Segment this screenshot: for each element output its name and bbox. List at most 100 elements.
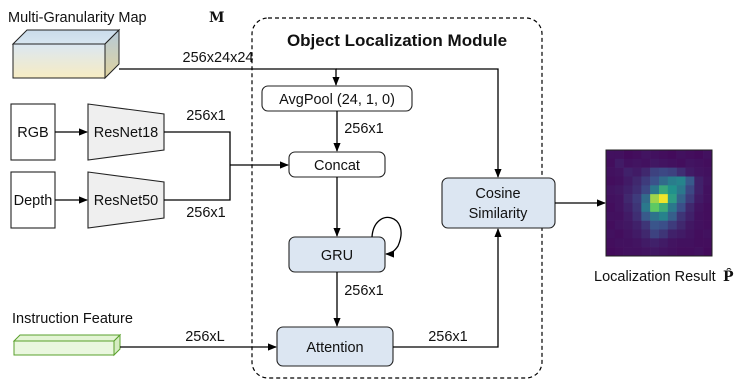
heatmap-cell: [703, 238, 713, 248]
heatmap-cell: [641, 203, 651, 213]
dim-attn-out: 256x1: [428, 329, 468, 345]
heatmap-cell: [623, 247, 633, 257]
heatmap-cell: [614, 211, 624, 221]
dim-rgb-feat: 256x1: [186, 108, 226, 124]
heatmap-cell: [641, 185, 651, 195]
arrow-attention-to-cosine: [393, 228, 502, 348]
heatmap-cell: [641, 211, 651, 221]
gru-label: GRU: [321, 248, 353, 264]
resnet50-label: ResNet50: [94, 193, 158, 209]
heatmap-cell: [632, 167, 642, 177]
heatmap-cell: [623, 150, 633, 160]
heatmap-cell: [650, 238, 660, 248]
map-cube-icon: [11, 28, 121, 80]
heatmap-cell: [703, 194, 713, 204]
heatmap-cell: [685, 220, 695, 230]
heatmap-cell: [685, 247, 695, 257]
heatmap-cell: [632, 158, 642, 168]
heatmap-cell: [694, 238, 704, 248]
heatmap-cell: [623, 167, 633, 177]
heatmap-cell: [659, 194, 669, 204]
heatmap-cell: [667, 150, 677, 160]
heatmap-cell: [614, 167, 624, 177]
cosine-label-line2: Similarity: [469, 206, 529, 222]
heatmap-cell: [703, 176, 713, 186]
heatmap-frame: [605, 149, 713, 257]
heatmap-cell: [606, 247, 616, 257]
heatmap-cell: [703, 220, 713, 230]
heatmap-cell: [641, 220, 651, 230]
heatmap-cell: [632, 247, 642, 257]
heatmap-cell: [667, 211, 677, 221]
heatmap-cell: [703, 203, 713, 213]
heatmap-cell: [623, 211, 633, 221]
heatmap-cell: [676, 211, 686, 221]
heatmap-cell: [694, 211, 704, 221]
heatmap-cell: [676, 176, 686, 186]
heatmap-cell: [703, 229, 713, 239]
heatmap-cell: [703, 211, 713, 221]
heatmap-cell: [659, 150, 669, 160]
heatmap-cell: [623, 194, 633, 204]
heatmap-cell: [614, 238, 624, 248]
dim-map: 256x24x24: [183, 50, 254, 66]
heatmap-cell: [623, 238, 633, 248]
localization-heatmap: [606, 150, 713, 257]
heatmap-cell: [641, 158, 651, 168]
heatmap-cell: [623, 185, 633, 195]
rgb-input-box: [10, 103, 56, 161]
resnet18-encoder: [87, 103, 165, 161]
heatmap-cell: [632, 229, 642, 239]
heatmap-cell: [676, 238, 686, 248]
heatmap-cell: [632, 185, 642, 195]
heatmap-cell: [614, 158, 624, 168]
heatmap-cell: [694, 176, 704, 186]
heatmap-cell: [703, 150, 713, 160]
dim-instruction: 256xL: [185, 329, 225, 345]
heatmap-cell: [685, 229, 695, 239]
heatmap-cell: [623, 229, 633, 239]
heatmap-cell: [632, 176, 642, 186]
heatmap-cell: [650, 247, 660, 257]
heatmap-cell: [641, 194, 651, 204]
heatmap-cell: [614, 194, 624, 204]
heatmap-cell: [667, 229, 677, 239]
heatmap-cell: [650, 203, 660, 213]
heatmap-cell: [641, 150, 651, 160]
heatmap-cell: [694, 167, 704, 177]
heatmap-cell: [650, 211, 660, 221]
heatmap-cell: [641, 238, 651, 248]
heatmap-cell: [659, 238, 669, 248]
dim-avgpool-out: 256x1: [344, 121, 384, 137]
heatmap-cell: [667, 247, 677, 257]
heatmap-cell: [606, 150, 616, 160]
heatmap-cell: [632, 238, 642, 248]
heatmap-cell: [606, 238, 616, 248]
heatmap-cell: [685, 158, 695, 168]
heatmap-cell: [632, 194, 642, 204]
heatmap-cell: [650, 150, 660, 160]
heatmap-cell: [606, 229, 616, 239]
heatmap-cell: [676, 247, 686, 257]
heatmap-cell: [685, 203, 695, 213]
heatmap-cell: [606, 167, 616, 177]
heatmap-cell: [694, 247, 704, 257]
heatmap-cell: [685, 185, 695, 195]
module-title: Object Localization Module: [287, 31, 507, 50]
heatmap-cell: [650, 229, 660, 239]
heatmap-cell: [676, 203, 686, 213]
map-symbol: M: [209, 10, 225, 26]
heatmap-cell: [676, 220, 686, 230]
heatmap-cell: [623, 203, 633, 213]
heatmap-cell: [614, 176, 624, 186]
cosine-label-line1: Cosine: [475, 186, 520, 202]
heatmap-cell: [667, 220, 677, 230]
heatmap-cell: [606, 211, 616, 221]
heatmap-cell: [676, 194, 686, 204]
heatmap-cell: [667, 185, 677, 195]
heatmap-cell: [694, 150, 704, 160]
heatmap-cell: [659, 203, 669, 213]
heatmap-cell: [641, 247, 651, 257]
heatmap-cell: [694, 194, 704, 204]
heatmap-cell: [623, 176, 633, 186]
